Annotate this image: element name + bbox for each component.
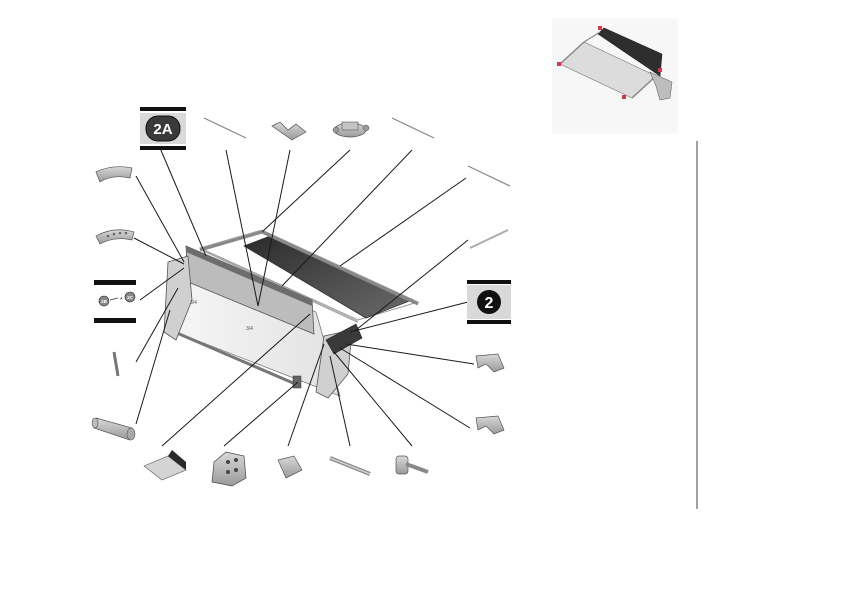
part-hub-top [332,121,370,138]
part-left-cap-1 [95,166,133,183]
part-fabric-sample [143,450,187,481]
part-small-bracket [277,455,303,479]
part-right-clip-1 [475,353,505,373]
thumbnail-marker [658,68,662,72]
thumbnail-bracket [649,71,673,101]
leader-lines [133,147,475,447]
part-rod-right-2 [469,229,509,249]
star-icon: * [120,297,123,304]
badge-2b-2c: 2B * 2C [94,280,136,323]
part-left-cap-2 [95,229,135,245]
part-shaft [329,456,371,476]
part-left-cap-2-holes [106,231,128,238]
part-tube [91,417,136,441]
part-pin [112,351,120,377]
thumbnail-marker [557,62,561,66]
awning-assembly: 3/4 3/4 [163,229,420,399]
thumbnail-marker [622,95,626,99]
part-rod-top-right [391,117,435,139]
part-right-clip-2 [475,415,505,435]
badge-2: 2 [467,280,511,324]
sub-badge-2b: 2B [101,299,108,304]
thumbnail-marker [598,26,602,30]
badge-2a-label: 2A [153,121,172,138]
overview-thumbnail [552,18,678,134]
part-end-plate [211,451,247,487]
marking-left: 3/4 [190,300,197,306]
part-knob-shaft [395,455,429,475]
part-rod-right-1 [467,165,511,187]
part-clip-top [271,121,307,141]
part-rod-top-left [203,117,247,139]
marking-center: 3/4 [246,326,253,332]
badge-2a: 2A [140,107,186,150]
sub-badge-2c: 2C [127,295,134,300]
badge-2-label: 2 [485,295,494,312]
